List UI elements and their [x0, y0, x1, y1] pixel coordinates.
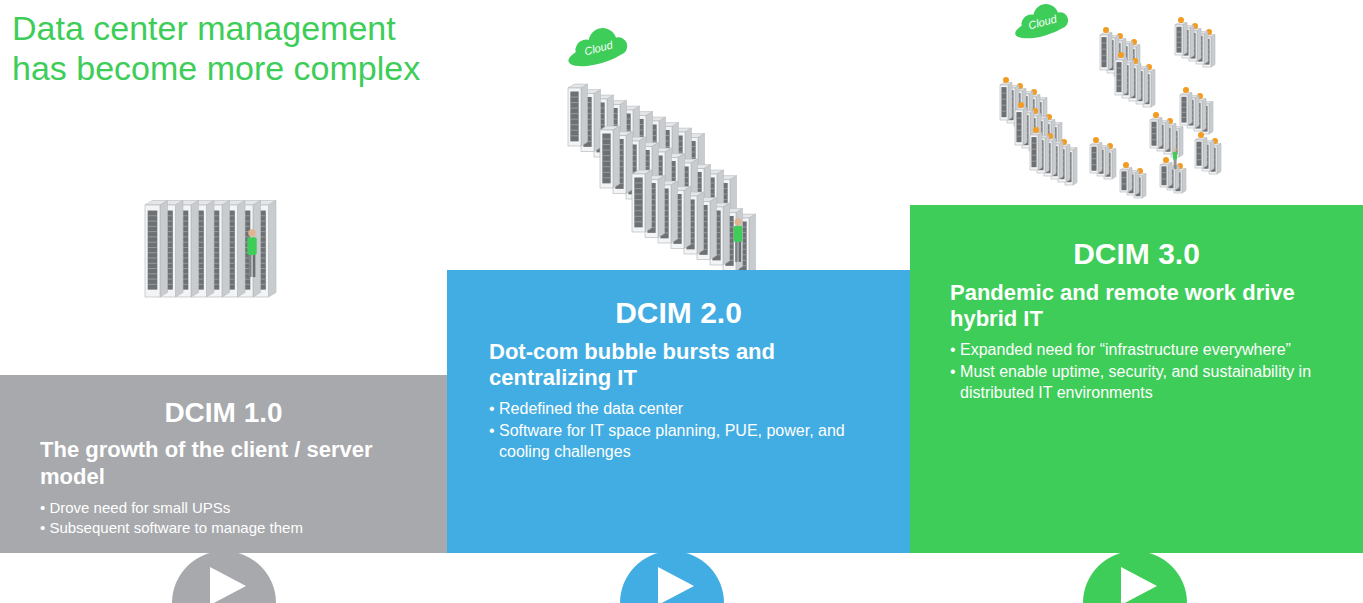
era-subheading: Pandemic and remote work drive hybrid IT	[950, 280, 1339, 333]
play-button	[620, 551, 724, 603]
cloud-label: Cloud	[583, 38, 614, 57]
page-title: Data center management has become more c…	[12, 8, 427, 88]
era-panel: DCIM 1.0The growth of the client / serve…	[0, 375, 447, 553]
era-subheading: The growth of the client / server model	[40, 437, 427, 490]
bullet-text: • Redefined the data center	[489, 399, 886, 420]
server-rack-art	[145, 201, 276, 298]
bullet-text: • Must enable uptime, security, and sust…	[950, 362, 1339, 404]
era-heading: DCIM 2.0	[471, 296, 886, 331]
era-heading: DCIM 3.0	[934, 237, 1339, 272]
server-rack-art	[1000, 0, 1221, 198]
play-button	[1083, 551, 1187, 603]
era-heading: DCIM 1.0	[20, 397, 427, 429]
cloud-label: Cloud	[1027, 12, 1058, 31]
bullet-text: • Drove need for small UPSs	[40, 498, 427, 518]
server-rack-art	[562, 23, 755, 276]
bullet-text: • Subsequent software to manage them	[40, 518, 427, 538]
bullet-text: • Expanded need for “infrastructure ever…	[950, 340, 1339, 361]
bullet-text: • Software for IT space planning, PUE, p…	[489, 421, 886, 463]
era-panel: DCIM 3.0Pandemic and remote work drive h…	[910, 205, 1363, 553]
era-subheading: Dot-com bubble bursts and centralizing I…	[489, 339, 886, 392]
play-button	[172, 551, 276, 603]
era-panel: DCIM 2.0Dot-com bubble bursts and centra…	[447, 270, 910, 553]
